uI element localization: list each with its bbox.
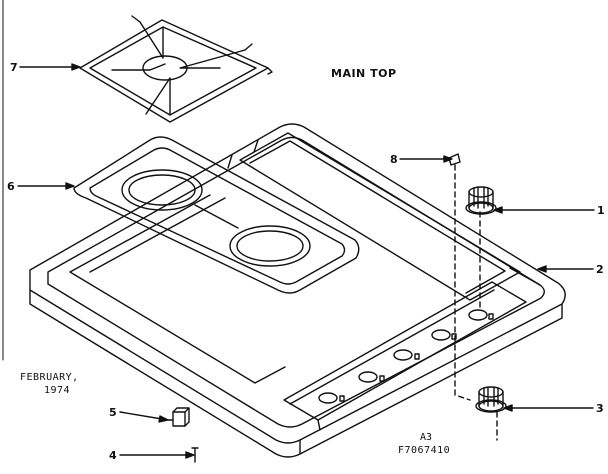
callout-1-knob: 1 [597,204,605,217]
screw-part [192,448,198,462]
clip-top-part [449,154,460,165]
leader-lines [18,64,594,458]
drawing-number: F7067410 [398,445,451,456]
main-top-part [30,124,565,457]
callout-3-knob: 3 [596,402,604,415]
grate-part [80,16,272,122]
callout-6-burner-plate: 6 [7,180,15,193]
drawing-sheet-code: A3 [420,432,433,443]
date-year: 1974 [44,385,71,396]
knob-upper-part [466,187,496,214]
callout-5-clip: 5 [109,406,117,419]
callout-2-main-top: 2 [596,263,604,276]
callout-7-grate: 7 [10,61,18,74]
burner-plate-part [74,137,359,293]
assembly-lines [455,165,497,440]
date-month: FEBRUARY, [20,372,79,383]
callout-4-screw: 4 [109,449,117,462]
callout-8-clip: 8 [390,153,398,166]
knob-lower-part [476,387,506,412]
diagram-title: MAIN TOP [331,67,397,80]
clip-small-part [168,408,189,426]
